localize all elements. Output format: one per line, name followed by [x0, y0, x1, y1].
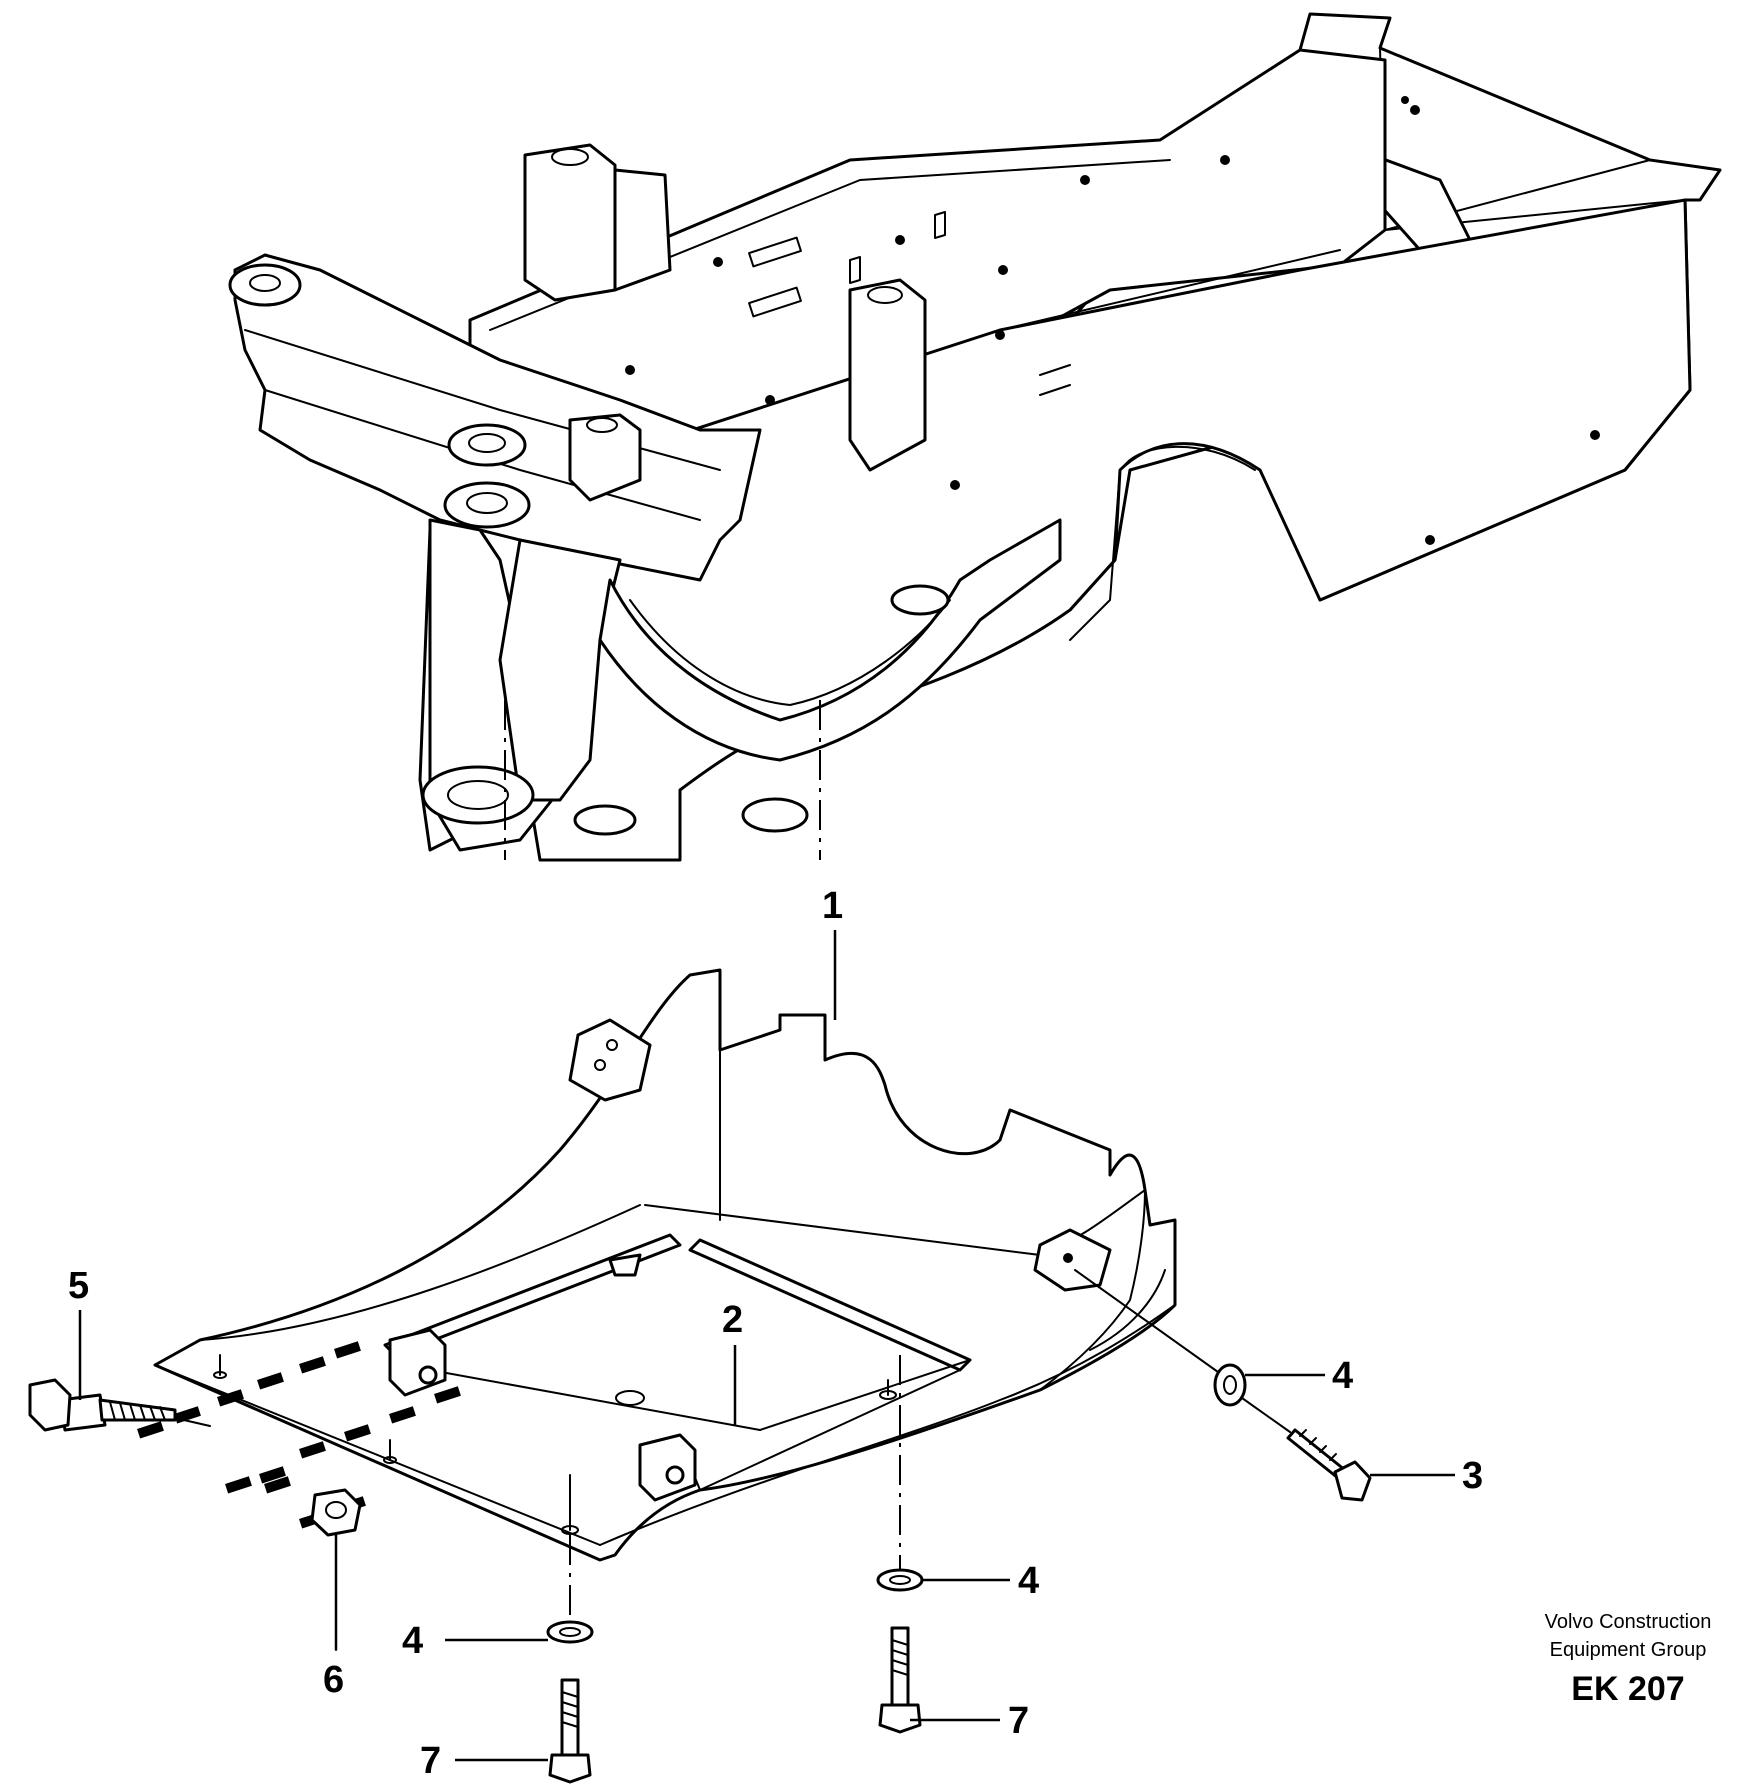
callout-2: 2: [722, 1299, 743, 1341]
callout-4-left: 4: [402, 1620, 423, 1662]
washer-4-right: [1213, 1363, 1247, 1407]
bottom-guard-plate: [153, 968, 1177, 1562]
callout-7-left: 7: [420, 1740, 441, 1782]
washer-4-left: [546, 1620, 594, 1644]
bolt-7-left: [548, 1678, 592, 1784]
callout-7-middle: 7: [1008, 1700, 1029, 1742]
callout-3: 3: [1462, 1455, 1483, 1497]
frame-holes: [625, 96, 1600, 545]
credit-line-2: Equipment Group: [1550, 1639, 1707, 1661]
nut-6: [310, 1488, 362, 1537]
bolt-7-middle: [878, 1626, 922, 1734]
diagram-code: EK 207: [1571, 1670, 1684, 1708]
callout-1: 1: [822, 885, 843, 927]
callout-4-right: 4: [1332, 1355, 1353, 1397]
bolt-5: [28, 1378, 211, 1432]
callout-5: 5: [68, 1265, 89, 1307]
callout-leaders: [78, 930, 1455, 1762]
frame-assembly: [228, 12, 1722, 862]
callout-4-middle: 4: [1018, 1560, 1039, 1602]
callout-6: 6: [323, 1659, 344, 1701]
bolt-3: [1286, 1428, 1372, 1502]
washer-4-middle: [876, 1568, 924, 1592]
credit-line-1: Volvo Construction: [1545, 1611, 1712, 1633]
